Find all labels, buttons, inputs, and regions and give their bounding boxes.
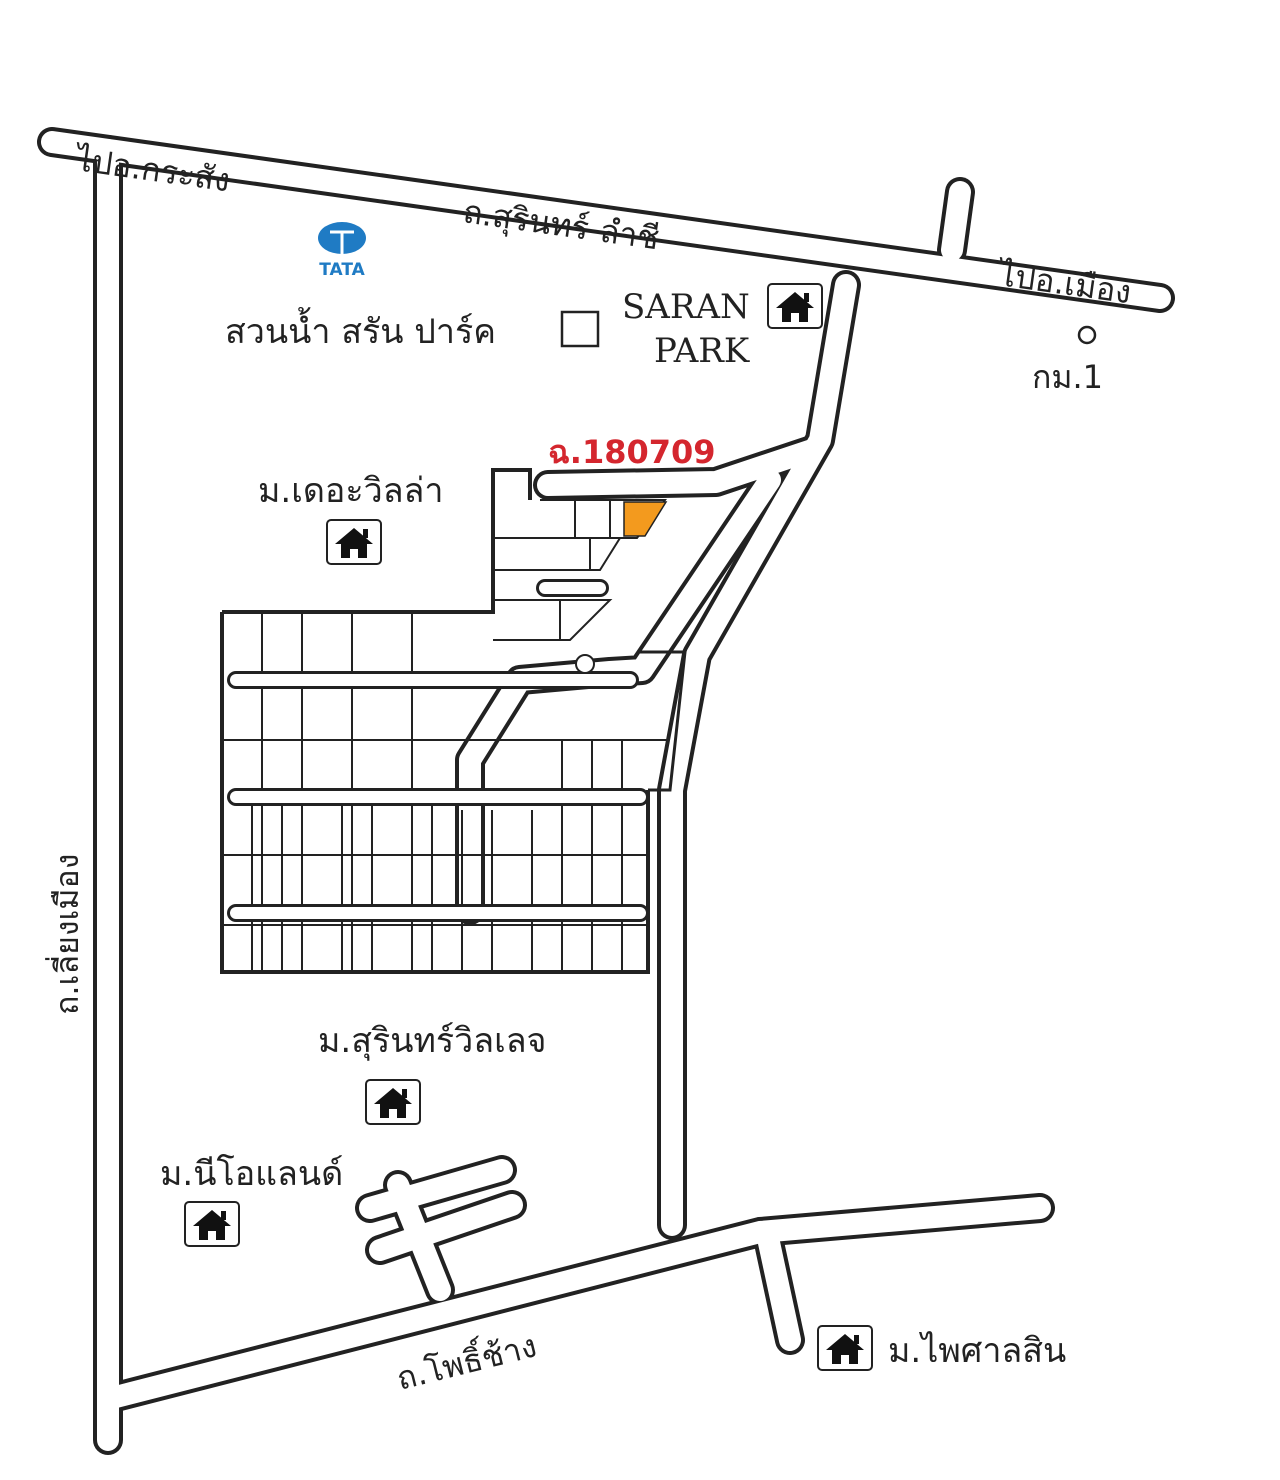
road-label-bypass: ถ.เลี่ยงเมือง: [45, 854, 86, 1015]
village-label-phaisalsin: ม.ไพศาลสิน: [888, 1331, 1066, 1371]
surin-village-house-icon: [365, 1079, 421, 1125]
saran-park-label-line2: PARK: [654, 331, 750, 371]
subdivision-streets: [227, 579, 649, 922]
village-label-neo-land: ม.นีโอแลนด์: [160, 1154, 343, 1194]
water-park-marker: [560, 310, 600, 348]
road-label-target: ฉ.180709: [548, 433, 716, 471]
target-plot: [623, 501, 668, 537]
saran-park-label-line1: SARAN: [622, 287, 750, 327]
village-label-the-villa: ม.เดอะวิลล่า: [258, 471, 443, 511]
phaisalsin-house-icon: [817, 1325, 873, 1371]
tata-logo-text: TATA: [319, 260, 365, 280]
the-villa-house-icon: [326, 519, 382, 565]
subdivision-plots: [220, 468, 687, 974]
roads: [37, 127, 1175, 1455]
village-label-surin-village: ม.สุรินทร์วิลเลจ: [318, 1021, 546, 1061]
km-marker-icon: [1077, 325, 1097, 345]
direction-label-mueang: ไปอ.เมือง: [994, 255, 1134, 312]
tata-logo: TATA: [318, 222, 366, 280]
roundabout: [575, 654, 595, 674]
saran-park-house-icon: [767, 283, 823, 329]
neo-land-house-icon: [184, 1201, 240, 1247]
water-park-label: สวนน้ำ สรัน ปาร์ค: [225, 307, 496, 352]
km-marker-label: กม.1: [1032, 358, 1103, 396]
